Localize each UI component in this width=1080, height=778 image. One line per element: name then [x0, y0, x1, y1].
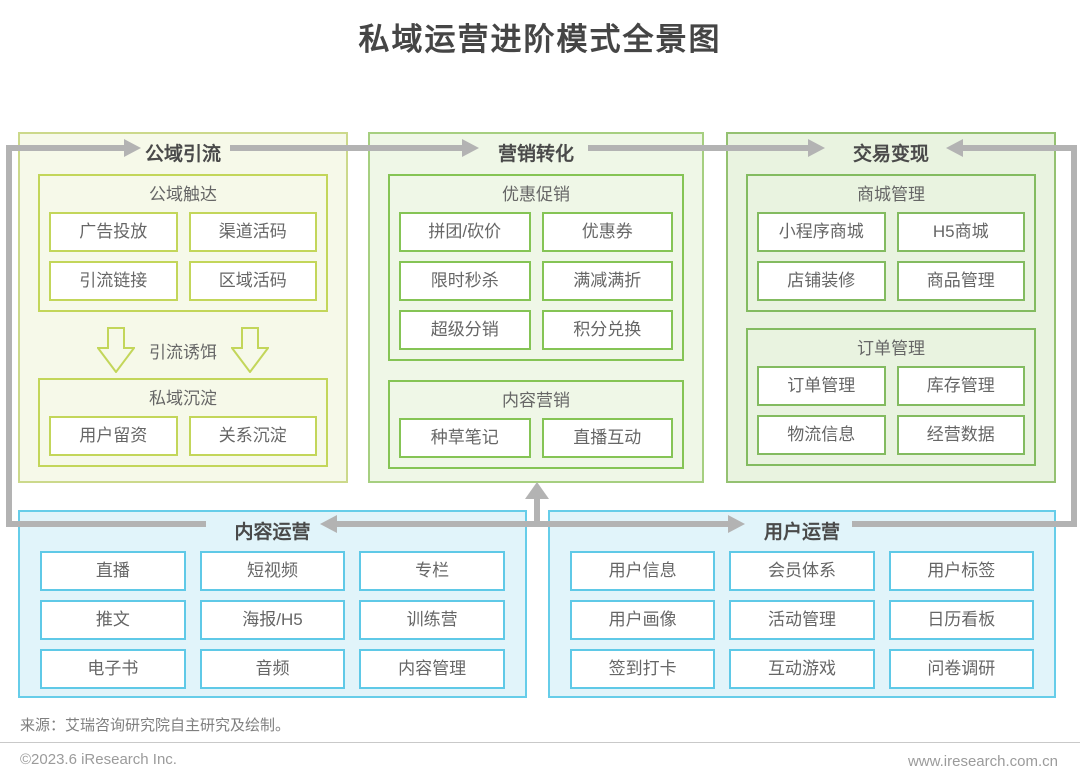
bait-label: 引流诱饵: [149, 342, 217, 362]
group-public-reach: 公域触达 广告投放 渠道活码 引流链接 区域活码: [38, 174, 328, 312]
panel-public-domain-traffic: 公域引流 公域触达 广告投放 渠道活码 引流链接 区域活码 引流诱饵 私域沉淀 …: [18, 132, 348, 483]
panel-user-operation: 用户运营 用户信息 会员体系 用户标签 用户画像 活动管理 日历看板 签到打卡 …: [548, 510, 1056, 698]
footer-divider: [0, 742, 1080, 743]
node-button: 互动游戏: [729, 649, 875, 689]
source-note: 来源：艾瑞咨询研究院自主研究及绘制。: [20, 717, 291, 734]
arrow-right-icon: [808, 139, 825, 157]
node-button: 音频: [199, 649, 346, 689]
node-button: 店铺装修: [757, 261, 886, 301]
node-button: 直播: [40, 551, 186, 591]
group-title: 内容营销: [502, 391, 570, 410]
node-grid: 订单管理 库存管理 物流信息 经营数据: [748, 364, 1034, 464]
node-grid: 拼团/砍价 优惠券 限时秒杀 满减满折 超级分销 积分兑换: [390, 210, 682, 359]
node-button: 关系沉淀: [188, 416, 317, 456]
arrow-left-icon: [946, 139, 963, 157]
node-grid: 小程序商城 H5商城 店铺装修 商品管理: [748, 210, 1034, 310]
node-button: 引流链接: [49, 261, 178, 301]
connector-line: [534, 497, 540, 527]
group-order-management: 订单管理 订单管理 库存管理 物流信息 经营数据: [746, 328, 1036, 466]
down-arrow-icon: [231, 327, 269, 373]
node-button: 拼团/砍价: [399, 212, 531, 252]
arrow-right-icon: [462, 139, 479, 157]
group-title: 订单管理: [857, 339, 925, 358]
node-button: 推文: [40, 600, 186, 640]
node-button: 用户信息: [570, 551, 716, 591]
connector-line: [852, 521, 1077, 527]
node-button: 用户留资: [49, 416, 178, 456]
node-button: 满减满折: [541, 261, 673, 301]
node-grid: 种草笔记 直播互动: [390, 416, 682, 467]
page-title: 私域运营进阶模式全景图: [358, 22, 722, 57]
group-discount-promotion: 优惠促销 拼团/砍价 优惠券 限时秒杀 满减满折 超级分销 积分兑换: [388, 174, 684, 361]
panel-title: 营销转化: [497, 144, 574, 165]
node-button: 用户标签: [888, 551, 1034, 591]
node-button: 限时秒杀: [399, 261, 531, 301]
connector-line: [6, 521, 206, 527]
copyright-text: ©2023.6 iResearch Inc.: [20, 751, 177, 768]
arrow-up-icon: [525, 482, 549, 499]
panel-title: 用户运营: [763, 522, 840, 543]
node-button: 日历看板: [888, 600, 1034, 640]
node-button: 电子书: [40, 649, 186, 689]
node-button: 内容管理: [359, 649, 505, 689]
group-title: 商城管理: [857, 185, 925, 204]
connector-line: [963, 145, 1077, 151]
node-button: 区域活码: [188, 261, 317, 301]
connector-line: [337, 521, 728, 527]
node-button: 经营数据: [896, 415, 1025, 455]
connector-line: [6, 145, 124, 151]
group-title: 优惠促销: [502, 185, 570, 204]
node-button: 训练营: [359, 600, 505, 640]
connector-line: [230, 145, 462, 151]
node-button: 广告投放: [49, 212, 178, 252]
group-mall-management: 商城管理 小程序商城 H5商城 店铺装修 商品管理: [746, 174, 1036, 312]
website-text: www.iresearch.com.cn: [907, 753, 1058, 770]
node-button: 库存管理: [896, 366, 1025, 406]
bait-row: 引流诱饵: [20, 324, 346, 376]
node-button: 小程序商城: [757, 212, 886, 252]
node-button: 积分兑换: [541, 310, 673, 350]
arrow-left-icon: [320, 515, 337, 533]
node-grid: 直播 短视频 专栏 推文 海报/H5 训练营 电子书 音频 内容管理: [20, 549, 525, 701]
node-button: H5商城: [896, 212, 1025, 252]
connector-line: [1071, 145, 1077, 527]
group-private-retention: 私域沉淀 用户留资 关系沉淀: [38, 378, 328, 467]
arrow-right-icon: [124, 139, 141, 157]
node-grid: 广告投放 渠道活码 引流链接 区域活码: [40, 210, 326, 310]
node-button: 问卷调研: [888, 649, 1034, 689]
group-content-marketing: 内容营销 种草笔记 直播互动: [388, 380, 684, 469]
node-button: 直播互动: [541, 418, 673, 458]
node-button: 用户画像: [570, 600, 716, 640]
panel-title: 公域引流: [144, 144, 221, 165]
node-button: 签到打卡: [570, 649, 716, 689]
node-button: 物流信息: [757, 415, 886, 455]
node-button: 会员体系: [729, 551, 875, 591]
arrow-right-icon: [728, 515, 745, 533]
group-title: 公域触达: [149, 185, 217, 204]
panel-title: 内容运营: [234, 522, 311, 543]
panel-transaction-monetization: 交易变现 商城管理 小程序商城 H5商城 店铺装修 商品管理 订单管理 订单管理…: [726, 132, 1056, 483]
node-button: 海报/H5: [199, 600, 346, 640]
node-button: 渠道活码: [188, 212, 317, 252]
node-button: 优惠券: [541, 212, 673, 252]
panel-marketing-conversion: 营销转化 优惠促销 拼团/砍价 优惠券 限时秒杀 满减满折 超级分销 积分兑换 …: [368, 132, 704, 483]
down-arrow-icon: [97, 327, 135, 373]
node-button: 超级分销: [399, 310, 531, 350]
node-button: 活动管理: [729, 600, 875, 640]
node-button: 种草笔记: [399, 418, 531, 458]
node-button: 短视频: [199, 551, 346, 591]
group-title: 私域沉淀: [149, 389, 217, 408]
node-button: 商品管理: [896, 261, 1025, 301]
node-button: 专栏: [359, 551, 505, 591]
node-grid: 用户信息 会员体系 用户标签 用户画像 活动管理 日历看板 签到打卡 互动游戏 …: [550, 549, 1054, 701]
node-button: 订单管理: [757, 366, 886, 406]
panel-title: 交易变现: [852, 144, 929, 165]
panel-content-operation: 内容运营 直播 短视频 专栏 推文 海报/H5 训练营 电子书 音频 内容管理: [18, 510, 527, 698]
node-grid: 用户留资 关系沉淀: [40, 414, 326, 465]
connector-line: [6, 145, 12, 527]
connector-line: [588, 145, 808, 151]
